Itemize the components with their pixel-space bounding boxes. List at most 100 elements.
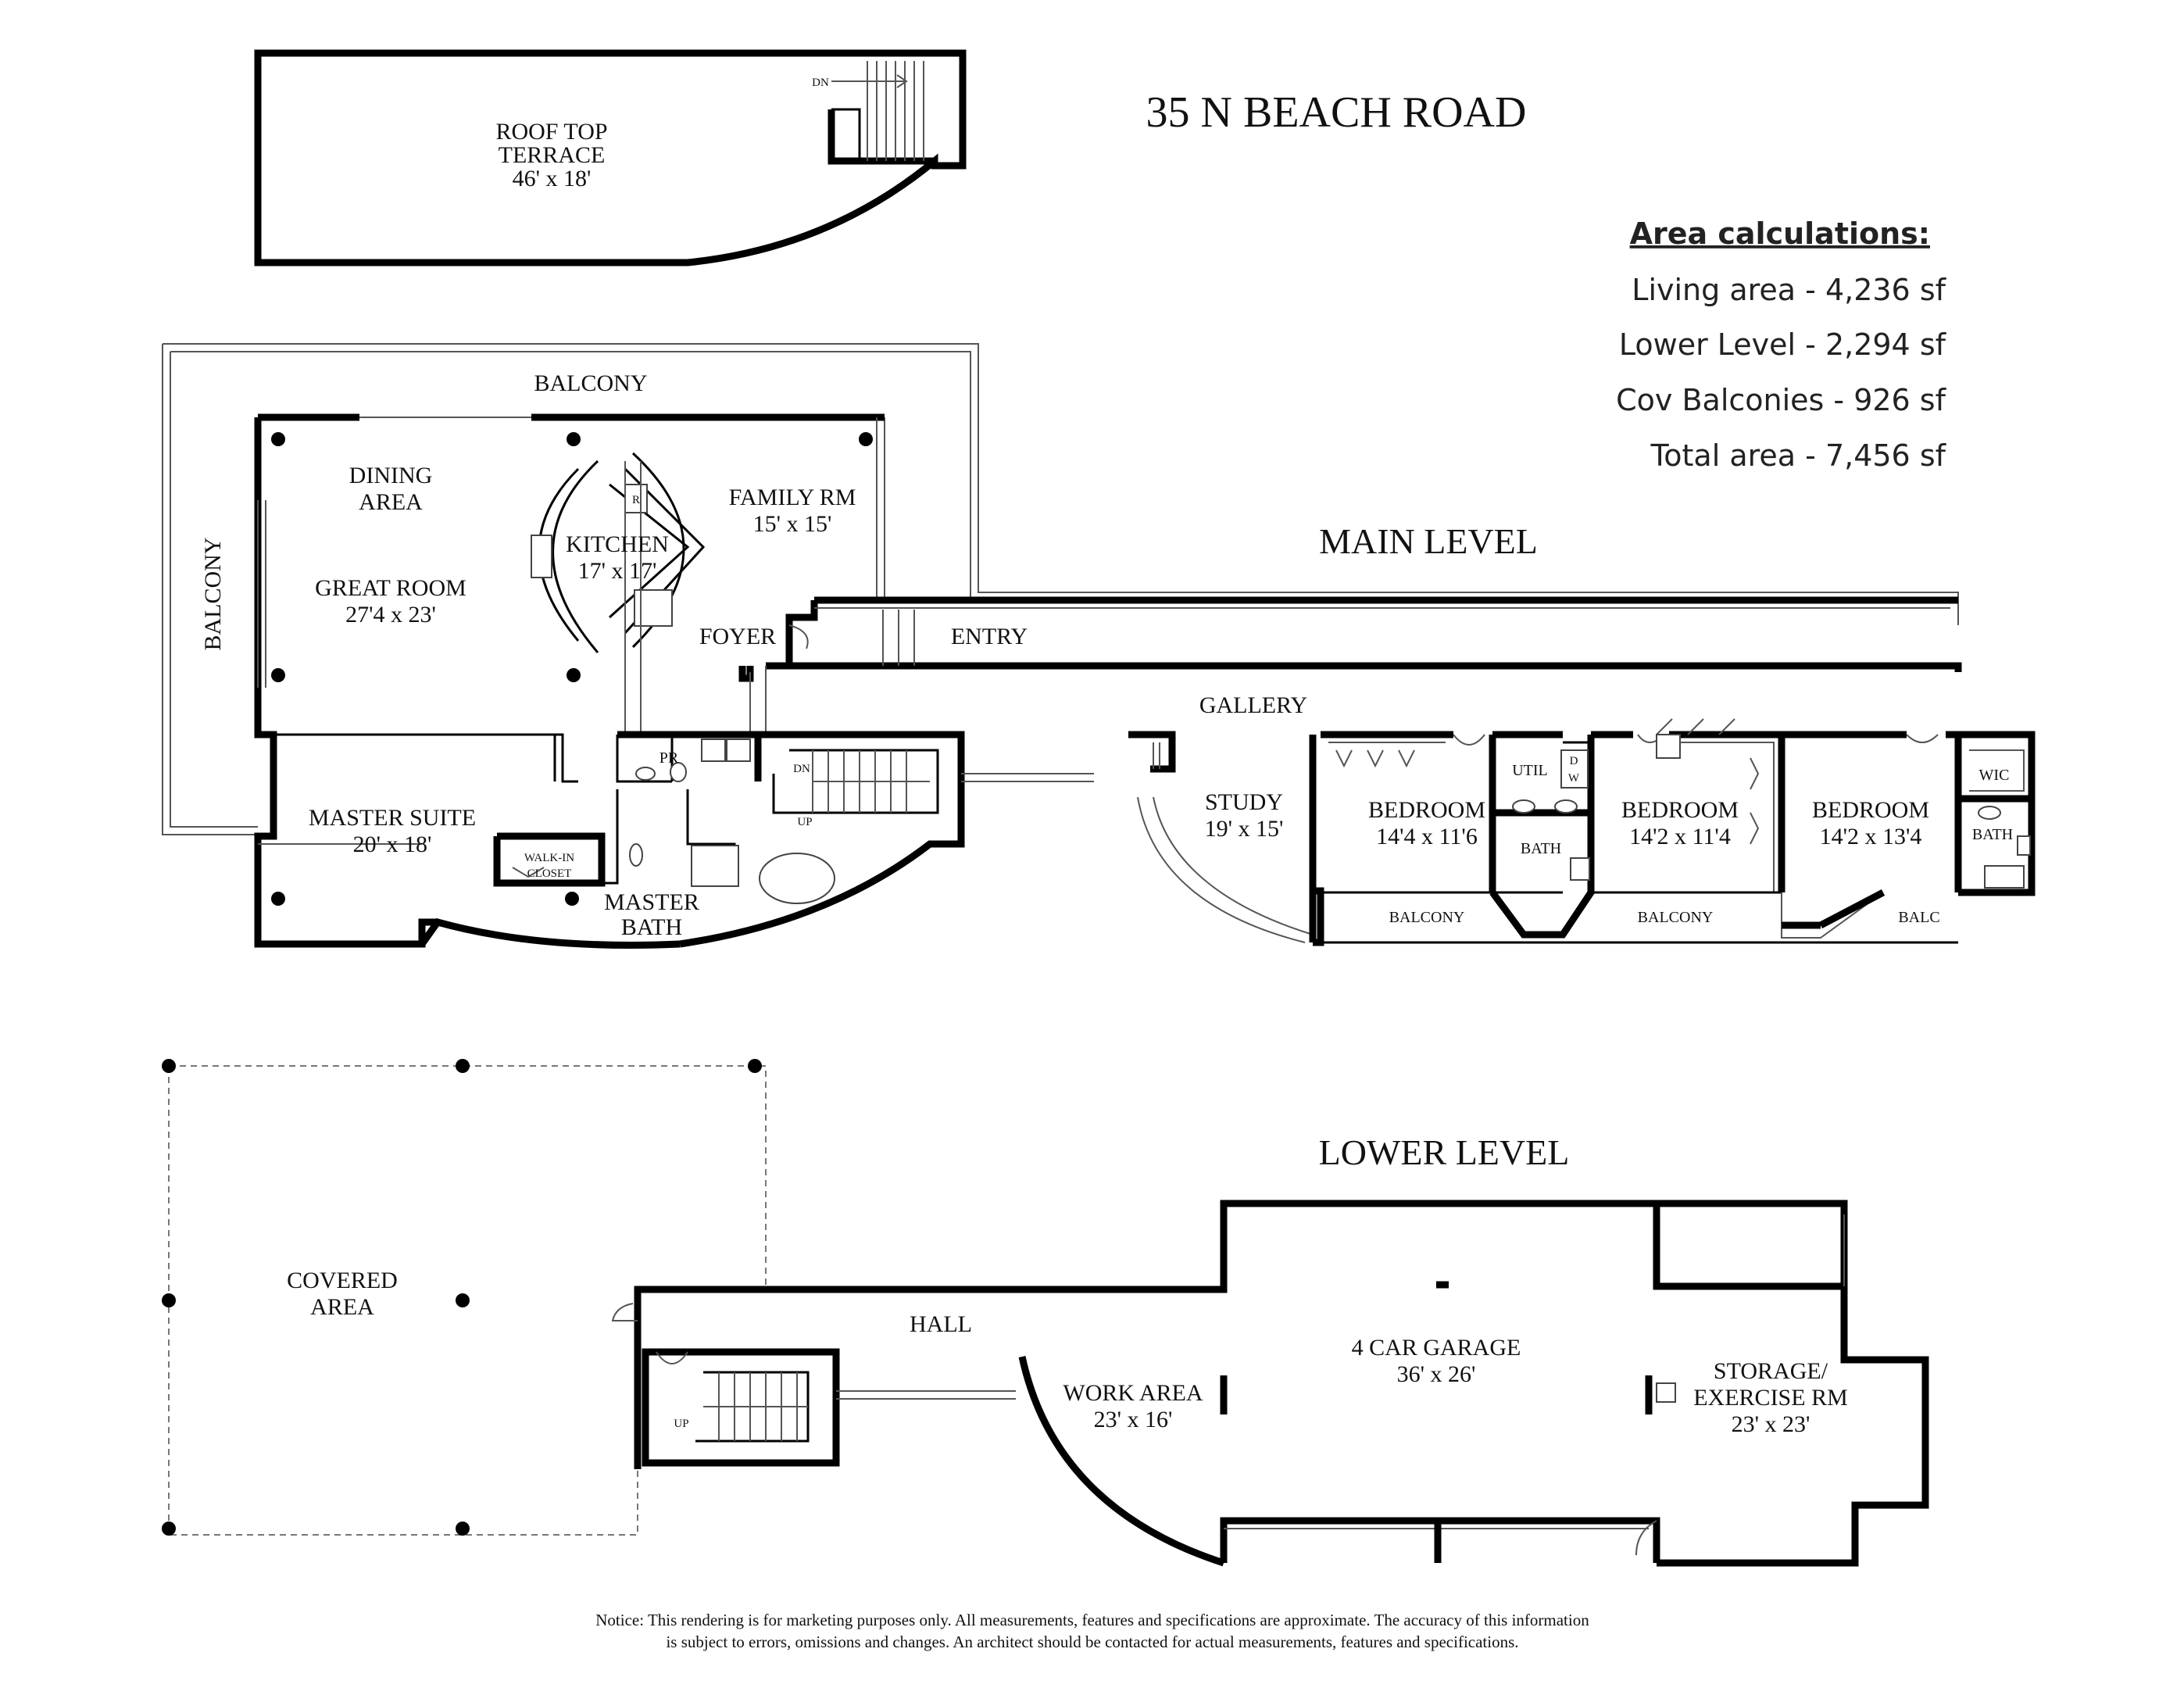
lower-stair-up-label: UP <box>674 1418 688 1430</box>
storage-label-1: STORAGE/ <box>1714 1358 1828 1384</box>
roof-terrace-plan: DN ROOF TOP TERRACE 46' x 18' <box>254 49 967 266</box>
master-suite-size: 20' x 18' <box>353 831 432 857</box>
fridge-label: R <box>632 494 640 506</box>
roof-terrace-size: 46' x 18' <box>513 166 592 191</box>
balcony-b1-label: BALCONY <box>1389 909 1465 926</box>
main-stair-dn-label: DN <box>793 763 810 775</box>
bath3-toilet <box>2017 835 2031 856</box>
area-lower-level: Lower Level - 2,294 sf <box>1619 327 1947 362</box>
bedroom2-label: BEDROOM <box>1621 797 1739 823</box>
great-room-size: 27'4 x 23' <box>345 602 436 628</box>
work-area-label: WORK AREA <box>1063 1380 1203 1406</box>
work-area-size: 23' x 16' <box>1094 1407 1173 1432</box>
walk-in-closet-wall <box>493 832 606 887</box>
foyer-door-swing <box>788 624 809 649</box>
family-rm-label: FAMILY RM <box>729 485 856 510</box>
master-bath-sink <box>629 843 643 867</box>
area-total: Total area - 7,456 sf <box>1650 438 1947 473</box>
roof-stair-wall <box>827 109 935 165</box>
roof-terrace-label-2: TERRACE <box>499 142 606 168</box>
bedroom1-label: BEDROOM <box>1368 797 1485 823</box>
garage-size: 36' x 26' <box>1397 1361 1476 1387</box>
walk-in-closet-label-2: CLOSET <box>527 867 572 880</box>
area-living: Living area - 4,236 sf <box>1632 273 1946 307</box>
covered-area-label-2: AREA <box>310 1294 374 1320</box>
roof-stair-dn-label: DN <box>812 77 829 89</box>
study-label: STUDY <box>1205 789 1283 815</box>
bedroom3-label: BEDROOM <box>1812 797 1929 823</box>
lower-door-swing <box>611 1303 638 1321</box>
master-bath-label-2: BATH <box>621 914 682 940</box>
foyer-label: FOYER <box>699 624 776 649</box>
fridge <box>624 484 648 513</box>
dishwasher-box <box>1560 749 1589 789</box>
lower-level-columns <box>162 1059 762 1536</box>
entry-label: ENTRY <box>951 624 1028 649</box>
roof-stair-treads <box>831 61 924 161</box>
work-area-curved-wall <box>1018 1356 1225 1567</box>
lower-stair-enclosure <box>642 1348 840 1467</box>
util-label: UTIL <box>1512 762 1548 779</box>
roof-terrace-label-1: ROOF TOP <box>495 119 607 145</box>
hall-label: HALL <box>910 1311 972 1337</box>
main-stair-treads <box>812 750 930 813</box>
pr-label: PR <box>659 749 679 767</box>
main-level-columns <box>271 432 873 906</box>
pr-fixture-2 <box>726 738 751 762</box>
gallery-label: GALLERY <box>1199 692 1307 718</box>
main-stair-up-label: UP <box>797 816 812 828</box>
bath-mid-label: BATH <box>1521 840 1561 857</box>
lower-stair-treads <box>703 1372 808 1441</box>
bath3-tub <box>1984 865 2025 889</box>
kitchen-size: 17' x 17' <box>578 558 657 584</box>
storage-label-2: EXERCISE RM <box>1693 1385 1848 1411</box>
study-size: 19' x 15' <box>1205 816 1284 842</box>
balcony-left-label: BALCONY <box>200 537 226 650</box>
storage-door-swing <box>1635 1520 1657 1556</box>
bath3-sink <box>1978 806 2001 820</box>
dw-label-w: W <box>1568 772 1580 785</box>
bedroom3-size: 14'2 x 13'4 <box>1820 824 1922 849</box>
master-suite-label: MASTER SUITE <box>309 805 476 831</box>
pr-sink <box>635 767 656 781</box>
dining-area-label-2: AREA <box>359 489 423 515</box>
dw-label-d: D <box>1570 755 1578 767</box>
covered-area-label-1: COVERED <box>287 1268 398 1293</box>
notice-line-1: Notice: This rendering is for marketing … <box>595 1611 1589 1629</box>
storage-fixture <box>1656 1382 1676 1403</box>
main-level-label: MAIN LEVEL <box>1319 521 1538 561</box>
main-level-plan: R <box>162 343 2036 949</box>
wic-label: WIC <box>1979 767 2010 784</box>
dining-area-label-1: DINING <box>349 463 433 488</box>
balcony-top-label: BALCONY <box>534 370 647 396</box>
balc-label: BALC <box>1898 909 1939 926</box>
pr-fixture-1 <box>701 738 726 762</box>
main-stair-outline <box>772 749 939 814</box>
notice-line-2: is subject to errors, omissions and chan… <box>666 1633 1518 1651</box>
page-title: 35 N BEACH ROAD <box>1146 88 1527 137</box>
lower-level-label: LOWER LEVEL <box>1319 1132 1570 1172</box>
storage-size: 23' x 23' <box>1732 1411 1810 1437</box>
area-calculations-heading: Area calculations: <box>1630 216 1930 251</box>
bath-sink-1 <box>1512 799 1535 814</box>
bedroom1-size: 14'4 x 11'6 <box>1376 824 1478 849</box>
covered-area-outline <box>169 1065 767 1288</box>
great-room-label: GREAT ROOM <box>315 575 466 601</box>
master-suite-curved-wall <box>419 917 681 949</box>
bath-right-label: BATH <box>1972 826 2013 843</box>
kitchen-sink <box>531 535 552 578</box>
balcony-b2-label: BALCONY <box>1638 909 1714 926</box>
bath-sink-2 <box>1554 799 1578 814</box>
study-curved-wall <box>1153 796 1314 935</box>
garage-label: 4 CAR GARAGE <box>1352 1335 1521 1361</box>
bedroom2-size: 14'2 x 11'4 <box>1629 824 1731 849</box>
kitchen-label: KITCHEN <box>566 531 669 557</box>
master-bath-label-1: MASTER <box>604 889 699 915</box>
lower-level-plan <box>168 1065 1929 1567</box>
area-cov-balconies: Cov Balconies - 926 sf <box>1616 383 1947 417</box>
family-rm-size: 15' x 15' <box>753 511 832 537</box>
walk-in-closet-label-1: WALK-IN <box>524 852 574 864</box>
master-tub <box>759 853 835 904</box>
master-shower <box>691 845 739 887</box>
